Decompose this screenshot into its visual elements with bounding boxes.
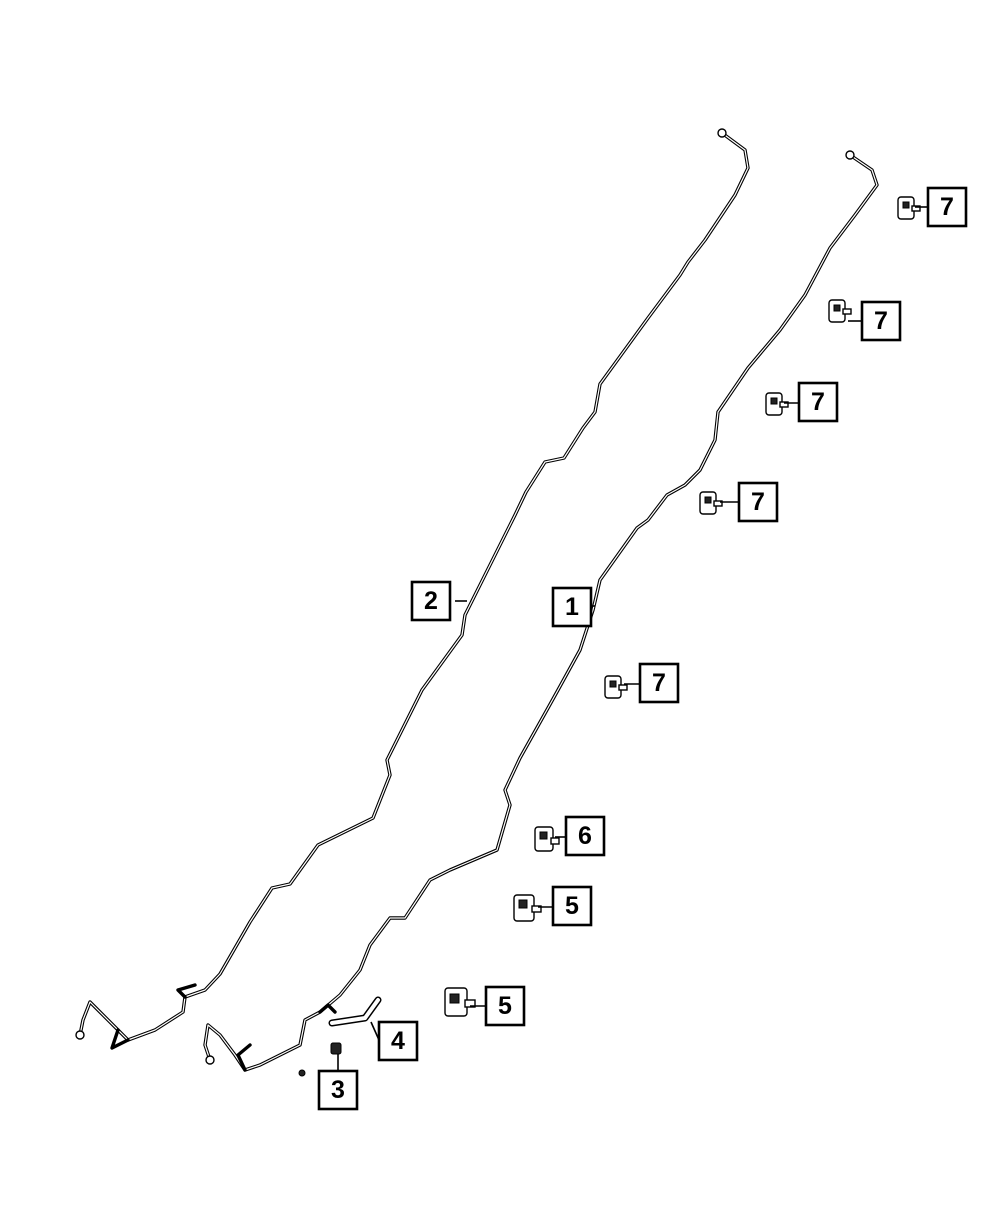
callout-7d: 7	[737, 481, 779, 523]
callout-5b-label: 5	[565, 892, 579, 920]
callout-7b-label: 7	[874, 307, 888, 335]
clip-7a	[897, 196, 921, 220]
callout-5a: 5	[484, 985, 526, 1027]
clip-7e	[604, 675, 628, 699]
hose-part-4	[328, 996, 382, 1027]
clip-7d	[699, 491, 723, 515]
callout-5b: 5	[551, 885, 593, 927]
clip-7b	[828, 299, 852, 323]
callout-7c-label: 7	[811, 388, 825, 416]
callout-7d-label: 7	[751, 488, 765, 516]
brake-line-1	[203, 150, 879, 1072]
callout-6-label: 6	[578, 822, 592, 850]
callout-2: 2	[410, 580, 452, 622]
callout-7a: 7	[926, 186, 968, 228]
callout-3-label: 3	[331, 1076, 345, 1104]
callout-4: 4	[377, 1020, 419, 1062]
callout-4-label: 4	[391, 1027, 405, 1055]
callout-7a-label: 7	[940, 193, 954, 221]
callout-6: 6	[564, 815, 606, 857]
clip-7c	[765, 392, 789, 416]
callout-7e-label: 7	[652, 669, 666, 697]
clip-5b	[444, 987, 476, 1017]
callout-7e: 7	[638, 662, 680, 704]
clip-5a	[513, 894, 542, 922]
callout-7c: 7	[797, 381, 839, 423]
callout-5a-label: 5	[498, 992, 512, 1020]
clip-6	[534, 826, 560, 852]
callout-7b: 7	[860, 300, 902, 342]
callout-3: 3	[317, 1069, 359, 1111]
callout-1-label: 1	[565, 593, 579, 621]
callout-1: 1	[551, 586, 593, 628]
callout-2-label: 2	[424, 587, 438, 615]
brake-line-2	[75, 128, 750, 1050]
fitting-part-3	[298, 1042, 342, 1077]
